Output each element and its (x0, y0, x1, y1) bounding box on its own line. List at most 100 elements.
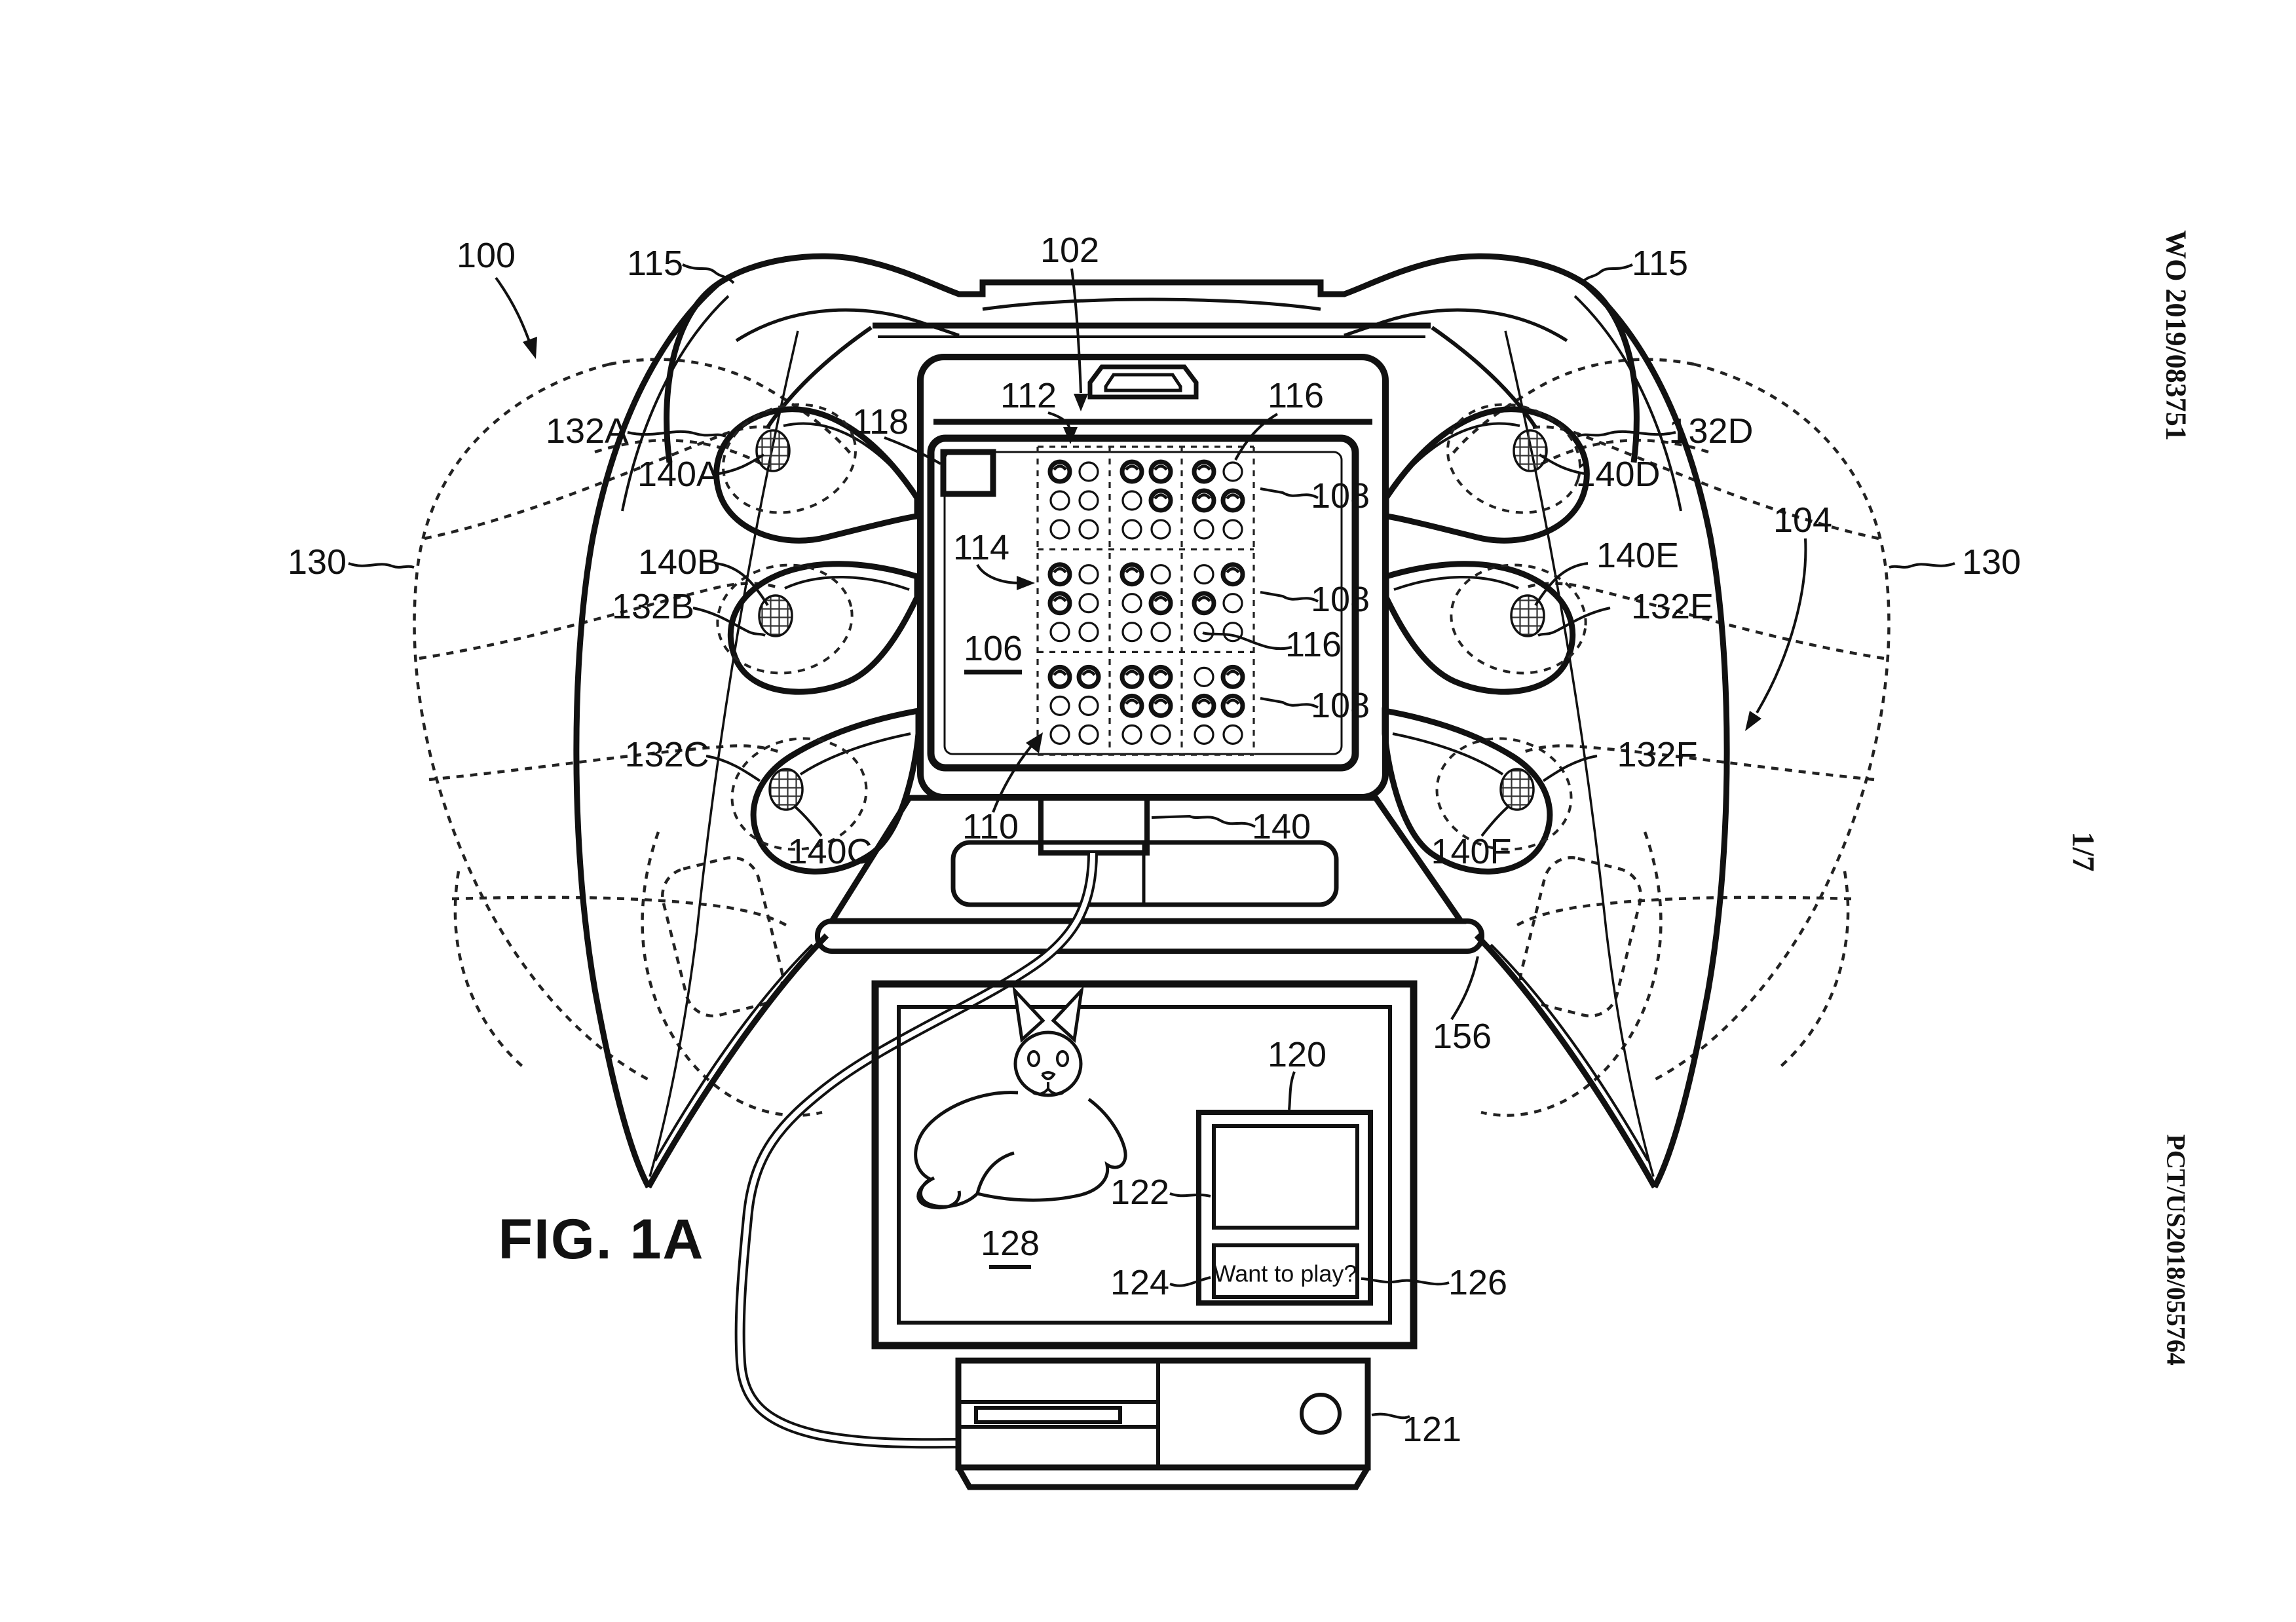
ref-label-102: 102 (1040, 231, 1099, 270)
braille-dot-raised (1047, 459, 1072, 484)
braille-dot-flat (1222, 519, 1243, 540)
ref-label-130-right: 130 (1962, 542, 2021, 582)
braille-dot-flat (1049, 519, 1070, 540)
leader-100 (495, 276, 533, 349)
leader-120 (1288, 1071, 1296, 1110)
ref-label-118: 118 (852, 402, 909, 442)
braille-dot-raised (1047, 591, 1072, 616)
braille-dot-raised (1220, 693, 1245, 718)
leader-108-bottom (1260, 697, 1319, 709)
leader-118 (884, 436, 941, 465)
left-hand-outline (413, 358, 852, 1117)
ref-label-140D: 140D (1575, 455, 1660, 494)
braille-dot-raised (1148, 591, 1173, 616)
braille-dot-flat (1222, 593, 1243, 614)
braille-dot-raised (1120, 693, 1144, 718)
leader-lines (348, 263, 1955, 1420)
braille-dot-raised (1220, 562, 1245, 587)
console-base (956, 1465, 1370, 1490)
braille-dot-flat (1121, 724, 1142, 745)
braille-dot-flat (1222, 622, 1243, 643)
left-paddles (713, 403, 922, 875)
braille-dot-flat (1078, 461, 1099, 482)
sheet-number: 1/7 (2066, 831, 2101, 871)
braille-dot-raised (1120, 459, 1144, 484)
usb-connector-icon (1087, 364, 1199, 400)
leader-140B (715, 562, 769, 607)
braille-grid (1036, 445, 1255, 756)
braille-dot-flat (1121, 593, 1142, 614)
leader-132B (692, 607, 766, 637)
braille-dot-flat (1121, 490, 1142, 511)
leader-126 (1361, 1277, 1450, 1286)
braille-dot-raised (1120, 664, 1144, 689)
window-content-122 (1212, 1124, 1359, 1230)
paddle-button-140D (1513, 429, 1548, 472)
ref-label-140A: 140A (637, 455, 720, 494)
braille-dot-flat (1078, 622, 1099, 643)
leader-132C (706, 755, 761, 782)
braille-dot-flat (1150, 564, 1171, 585)
leader-116-top (1234, 413, 1278, 461)
ref-label-100: 100 (457, 236, 516, 275)
leader-140F (1480, 804, 1511, 837)
leader-121 (1371, 1412, 1410, 1420)
leader-104 (1756, 538, 1807, 714)
braille-dot-raised (1148, 459, 1173, 484)
leader-156 (1450, 956, 1479, 1021)
ref-label-106: 106 (964, 629, 1023, 668)
braille-dot-flat (1078, 490, 1099, 511)
leader-115-right (1580, 263, 1633, 284)
leader-108-top (1260, 487, 1319, 499)
leader-132F (1542, 755, 1598, 782)
braille-dot-flat (1049, 724, 1070, 745)
status-square-118 (940, 449, 996, 497)
braille-dot-raised (1192, 693, 1216, 718)
leader-110 (992, 740, 1036, 813)
braille-dot-flat (1194, 724, 1214, 745)
braille-dot-flat (1049, 622, 1070, 643)
leader-140C (793, 804, 823, 837)
leader-140 (1151, 814, 1256, 828)
braille-display-panel (917, 354, 1389, 801)
arrowhead-104 (1745, 711, 1761, 731)
ref-label-115-right: 115 (1632, 244, 1688, 283)
ref-label-130-left: 130 (288, 542, 347, 582)
game-console (955, 1357, 1371, 1490)
arrowhead-100 (523, 337, 537, 359)
ref-label-108-bottom: 108 (1311, 686, 1370, 725)
braille-dot-flat (1078, 519, 1099, 540)
ref-label-140E: 140E (1596, 536, 1679, 575)
braille-dot-raised (1192, 459, 1216, 484)
paddle-button-140A (755, 429, 791, 472)
leader-132D (1577, 430, 1676, 438)
braille-dot-flat (1222, 461, 1243, 482)
braille-dot-flat (1194, 564, 1214, 585)
application-number: PCT/US2018/055764 (2162, 1134, 2191, 1365)
paddle-button-140B (758, 594, 793, 637)
paddle-button-140E (1510, 594, 1545, 637)
ref-label-132E: 132E (1631, 587, 1714, 626)
leader-130-right (1889, 562, 1955, 569)
ref-label-104: 104 (1773, 500, 1832, 540)
leader-115-left (682, 263, 735, 284)
figure-caption: FIG. 1A (498, 1208, 704, 1271)
tv-display: Want to play? (871, 980, 1418, 1349)
leader-124 (1169, 1276, 1211, 1287)
prompt-text: Want to play? (1214, 1260, 1357, 1287)
leader-114 (976, 563, 1020, 584)
braille-dot-flat (1194, 622, 1214, 643)
braille-dot-flat (1078, 593, 1099, 614)
braille-dot-flat (1222, 724, 1243, 745)
braille-dot-flat (1078, 695, 1099, 717)
ref-label-116-top: 116 (1268, 376, 1324, 415)
braille-dot-flat (1150, 622, 1171, 643)
braille-dot-flat (1049, 695, 1070, 717)
braille-dot-raised (1192, 488, 1216, 513)
bottom-bar-156 (815, 918, 1484, 954)
right-paddles (1382, 403, 1590, 875)
ref-label-115-left: 115 (627, 244, 683, 283)
braille-dot-raised (1047, 562, 1072, 587)
ref-label-132B: 132B (612, 587, 694, 626)
